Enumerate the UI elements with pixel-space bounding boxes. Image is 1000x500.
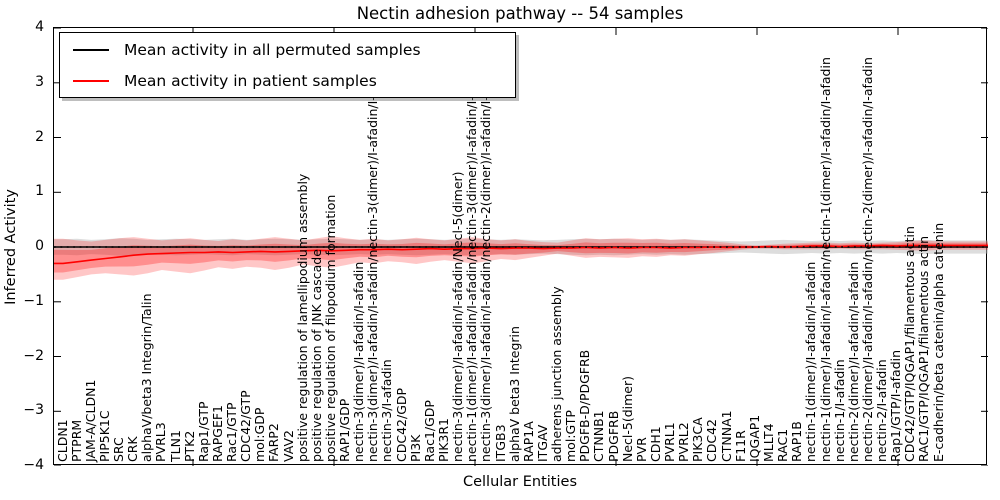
legend-label-permuted: Mean activity in all permuted samples <box>124 40 421 59</box>
x-tick-label: nectin-2(dimer)/I-afadin/I-afadin <box>845 261 861 462</box>
x-tick-label: nectin-1(dimer)/I-afadin/I-afadin/nectin… <box>464 57 480 462</box>
x-tick-label: nectin-1(dimer)/I-afadin/I-afadin <box>803 261 819 462</box>
x-tick-label: PVRL3 <box>153 422 169 462</box>
x-tick-label: RAC1/GTP/IQGAP1/filamentous actin <box>916 235 932 462</box>
chart-title: Nectin adhesion pathway -- 54 samples <box>356 4 684 23</box>
plot-area <box>53 27 988 466</box>
x-tick-label: nectin-3(dimer)/I-afadin/I-afadin/nectin… <box>365 57 381 462</box>
x-tick-label: E-cadherin/beta catenin/alpha catenin <box>930 222 946 462</box>
x-tick-label: IQGAP1 <box>746 414 762 462</box>
x-tick-label: PVRL2 <box>676 422 692 462</box>
x-tick-label: Necl-5(dimer) <box>619 375 635 462</box>
x-tick-label: RAP1B <box>789 421 805 462</box>
x-tick-label: positive regulation of filopodium format… <box>322 194 338 462</box>
x-tick-label: mol:GDP <box>252 407 268 462</box>
y-axis-label: Inferred Activity <box>3 189 19 305</box>
x-tick-label: CLDN1 <box>54 419 70 462</box>
x-tick-label: Rac1/GDP <box>421 400 437 462</box>
legend-label-patient: Mean activity in patient samples <box>124 71 377 90</box>
x-tick-label: CTNNB1 <box>591 410 607 462</box>
x-tick-label: ITGAV <box>534 424 550 462</box>
x-tick-label: JAM-A/CLDN1 <box>82 379 98 462</box>
x-tick-label: positive regulation of lamellipodium ass… <box>294 173 310 462</box>
x-tick-label: nectin-3(dimer)/I-afadin/I-afadin/Necl-5… <box>450 171 466 462</box>
y-tick-label: 1 <box>35 183 44 200</box>
x-tick-label: FARP2 <box>266 423 282 462</box>
x-tick-label: PVRL1 <box>662 422 678 462</box>
x-tick-label: PI3K <box>407 434 423 462</box>
x-tick-label: nectin-2(dimer)/I-afadin/I-afadin/nectin… <box>859 57 875 462</box>
x-tick-label: CRK <box>125 436 141 462</box>
x-tick-label: CDC42/GDP <box>393 387 409 462</box>
x-tick-label: nectin-3/I-afadin <box>379 359 395 462</box>
x-tick-label: positive regulation of JNK cascade <box>308 249 324 462</box>
x-tick-label: Rap1/GTP/I-afadin <box>888 349 904 462</box>
y-tick-label: 2 <box>35 128 44 145</box>
x-tick-label: PDGFRB <box>605 410 621 462</box>
x-tick-label: nectin-2/I-afadin <box>874 359 890 462</box>
x-tick-label: F11R <box>732 430 748 462</box>
x-tick-label: RAP1/GDP <box>337 398 353 462</box>
y-tick-label: 0 <box>35 238 44 254</box>
x-tick-label: CDC42/GTP <box>238 390 254 462</box>
x-tick-label: CTNNA1 <box>718 410 734 462</box>
x-tick-label: Rac1/GTP <box>224 402 240 462</box>
x-tick-label: ITGB3 <box>492 424 508 462</box>
y-tick-label: 4 <box>35 19 44 35</box>
legend-line-permuted-icon <box>73 48 109 51</box>
x-tick-label: PIK3CA <box>690 417 706 462</box>
y-tick-label: −3 <box>23 402 44 419</box>
x-tick-label: nectin-1(dimer)/I-afadin/I-afadin/nectin… <box>817 57 833 462</box>
x-tick-label: CDH1 <box>647 426 663 462</box>
legend-row-patient: Mean activity in patient samples <box>60 65 515 96</box>
x-tick-label: RAP1A <box>520 421 536 462</box>
x-tick-label: adherens junction assembly <box>549 286 565 462</box>
x-tick-label: alphaV/beta3 Integrin/Talin <box>139 293 155 463</box>
x-tick-label: PTK2 <box>181 430 197 462</box>
x-tick-label: RAPGEF1 <box>209 405 225 462</box>
x-tick-label: nectin-3(dimer)/I-afadin/I-afadin <box>351 261 367 462</box>
x-tick-label: MLLT4 <box>761 423 776 462</box>
x-tick-label: CDC42/GTP/IQGAP1/filamentous actin <box>902 226 918 462</box>
y-tick-label: −4 <box>23 457 44 473</box>
x-tick-label: PDGFB-D/PDGFRB <box>577 349 593 462</box>
x-tick-label: mol:GTP <box>563 410 579 462</box>
x-tick-label: CDC42 <box>704 419 720 462</box>
x-tick-label: nectin-3(dimer)/I-afadin/I-afadin/nectin… <box>478 57 494 462</box>
legend-line-patient-icon <box>73 79 109 82</box>
x-tick-label: PVR <box>633 437 649 462</box>
x-tick-label: SRC <box>111 437 127 462</box>
x-tick-label: VAV2 <box>280 429 296 462</box>
x-tick-label: PIK3R1 <box>436 417 451 462</box>
chart-canvas <box>54 28 988 466</box>
x-tick-label: nectin-1/I-afadin <box>831 359 847 462</box>
x-axis-label: Cellular Entities <box>462 474 578 490</box>
legend-row-permuted: Mean activity in all permuted samples <box>60 34 515 65</box>
x-tick-label: TLN1 <box>167 430 183 462</box>
y-tick-label: 3 <box>35 73 44 90</box>
x-tick-label: alphaV beta3 Integrin <box>506 326 522 462</box>
x-tick-label: PIP5K1C <box>96 410 112 462</box>
y-tick-label: −2 <box>23 347 44 364</box>
legend: Mean activity in all permuted samples Me… <box>59 32 516 98</box>
y-tick-label: −1 <box>23 292 44 309</box>
x-tick-label: Rap1/GTP <box>195 401 211 462</box>
x-tick-label: RAC1 <box>775 428 791 462</box>
x-tick-label: PTPRM <box>68 419 84 462</box>
